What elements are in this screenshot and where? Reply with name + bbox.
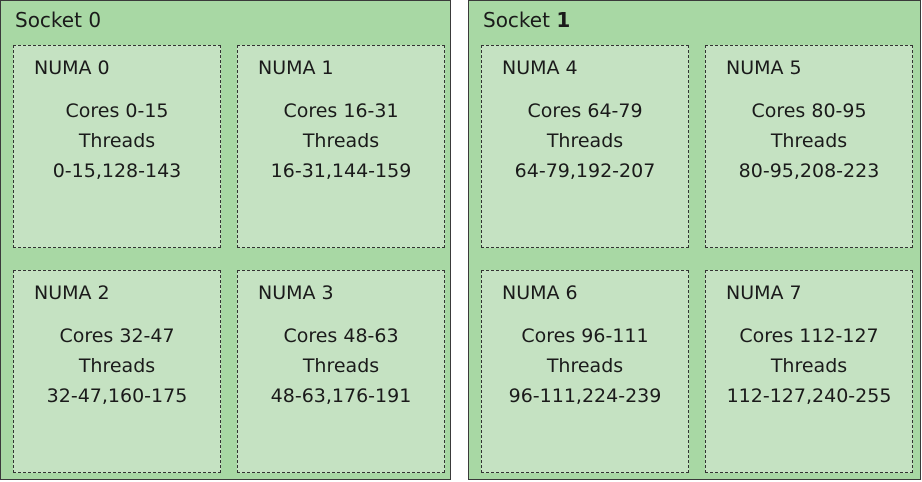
numa-6-cores: Cores 96-111 bbox=[521, 325, 649, 347]
numa-2-threads-label: Threads bbox=[78, 355, 156, 377]
numa-4-node: NUMA 4 Cores 64-79 Threads 64-79,192-207 bbox=[481, 45, 689, 248]
socket-0-title: Socket 0 bbox=[15, 8, 101, 32]
numa-4-cores: Cores 64-79 bbox=[527, 100, 643, 122]
numa-6-node: NUMA 6 Cores 96-111 Threads 96-111,224-2… bbox=[481, 270, 689, 473]
numa-4-threads: 64-79,192-207 bbox=[514, 160, 656, 182]
numa-7-cores: Cores 112-127 bbox=[739, 325, 879, 347]
socket-1: Socket 1 NUMA 4 Cores 64-79 Threads 64-7… bbox=[468, 0, 921, 480]
numa-1-threads: 16-31,144-159 bbox=[270, 160, 412, 182]
numa-7-title: NUMA 7 bbox=[726, 282, 802, 304]
socket-1-title: Socket 1 bbox=[483, 8, 570, 32]
numa-3-threads: 48-63,176-191 bbox=[270, 385, 412, 407]
numa-0-node: NUMA 0 Cores 0-15 Threads 0-15,128-143 bbox=[13, 45, 221, 248]
numa-5-title: NUMA 5 bbox=[726, 57, 802, 79]
numa-3-threads-label: Threads bbox=[302, 355, 380, 377]
numa-5-threads: 80-95,208-223 bbox=[738, 160, 880, 182]
numa-2-threads: 32-47,160-175 bbox=[46, 385, 188, 407]
numa-3-title: NUMA 3 bbox=[258, 282, 334, 304]
numa-2-cores: Cores 32-47 bbox=[59, 325, 175, 347]
socket-0: Socket 0 NUMA 0 Cores 0-15 Threads 0-15,… bbox=[0, 0, 451, 480]
numa-6-title: NUMA 6 bbox=[502, 282, 578, 304]
numa-7-threads-label: Threads bbox=[770, 355, 848, 377]
numa-0-cores: Cores 0-15 bbox=[65, 100, 169, 122]
socket-0-number: 0 bbox=[88, 8, 102, 32]
numa-4-threads-label: Threads bbox=[546, 130, 624, 152]
numa-5-threads-label: Threads bbox=[770, 130, 848, 152]
numa-5-node: NUMA 5 Cores 80-95 Threads 80-95,208-223 bbox=[705, 45, 913, 248]
numa-4-title: NUMA 4 bbox=[502, 57, 578, 79]
numa-5-cores: Cores 80-95 bbox=[751, 100, 867, 122]
numa-2-node: NUMA 2 Cores 32-47 Threads 32-47,160-175 bbox=[13, 270, 221, 473]
numa-1-node: NUMA 1 Cores 16-31 Threads 16-31,144-159 bbox=[237, 45, 445, 248]
numa-1-title: NUMA 1 bbox=[258, 57, 334, 79]
numa-7-node: NUMA 7 Cores 112-127 Threads 112-127,240… bbox=[705, 270, 913, 473]
numa-0-threads-label: Threads bbox=[78, 130, 156, 152]
numa-3-cores: Cores 48-63 bbox=[283, 325, 399, 347]
numa-1-cores: Cores 16-31 bbox=[283, 100, 399, 122]
socket-1-label: Socket bbox=[483, 8, 550, 32]
numa-1-threads-label: Threads bbox=[302, 130, 380, 152]
socket-0-label: Socket bbox=[15, 8, 82, 32]
numa-6-threads: 96-111,224-239 bbox=[508, 385, 662, 407]
numa-6-threads-label: Threads bbox=[546, 355, 624, 377]
numa-0-threads: 0-15,128-143 bbox=[52, 160, 182, 182]
numa-0-title: NUMA 0 bbox=[34, 57, 110, 79]
socket-1-number: 1 bbox=[556, 8, 571, 32]
numa-2-title: NUMA 2 bbox=[34, 282, 110, 304]
numa-7-threads: 112-127,240-255 bbox=[726, 385, 892, 407]
numa-3-node: NUMA 3 Cores 48-63 Threads 48-63,176-191 bbox=[237, 270, 445, 473]
